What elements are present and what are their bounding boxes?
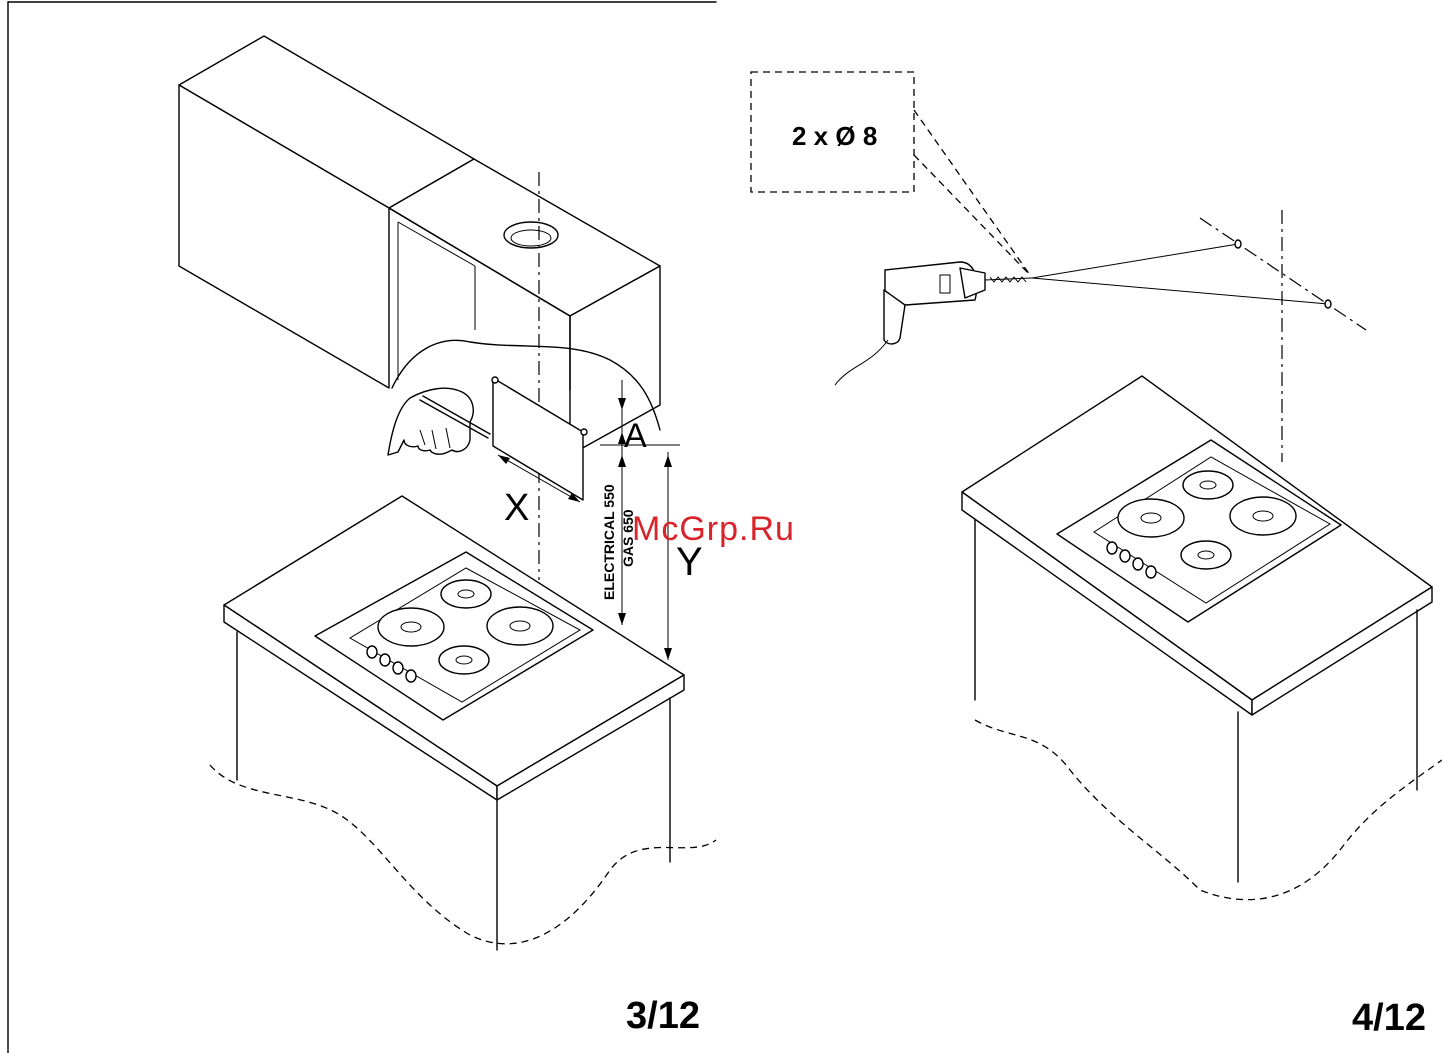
page-number-right: 4/12 xyxy=(1352,997,1426,1039)
label-x: X xyxy=(504,487,529,529)
wall-cabinet xyxy=(179,36,660,455)
hand-with-pencil-icon xyxy=(388,388,490,455)
drill-icon xyxy=(835,262,1032,385)
dimension-electrical: ELECTRICAL 550 xyxy=(601,484,617,600)
watermark: McGrp.Ru xyxy=(632,510,795,548)
label-a: A xyxy=(624,417,647,455)
drill-size-label: 2 x Ø 8 xyxy=(792,121,877,151)
page-number-left: 3/12 xyxy=(626,995,700,1037)
drill-callout-box xyxy=(751,72,1030,275)
